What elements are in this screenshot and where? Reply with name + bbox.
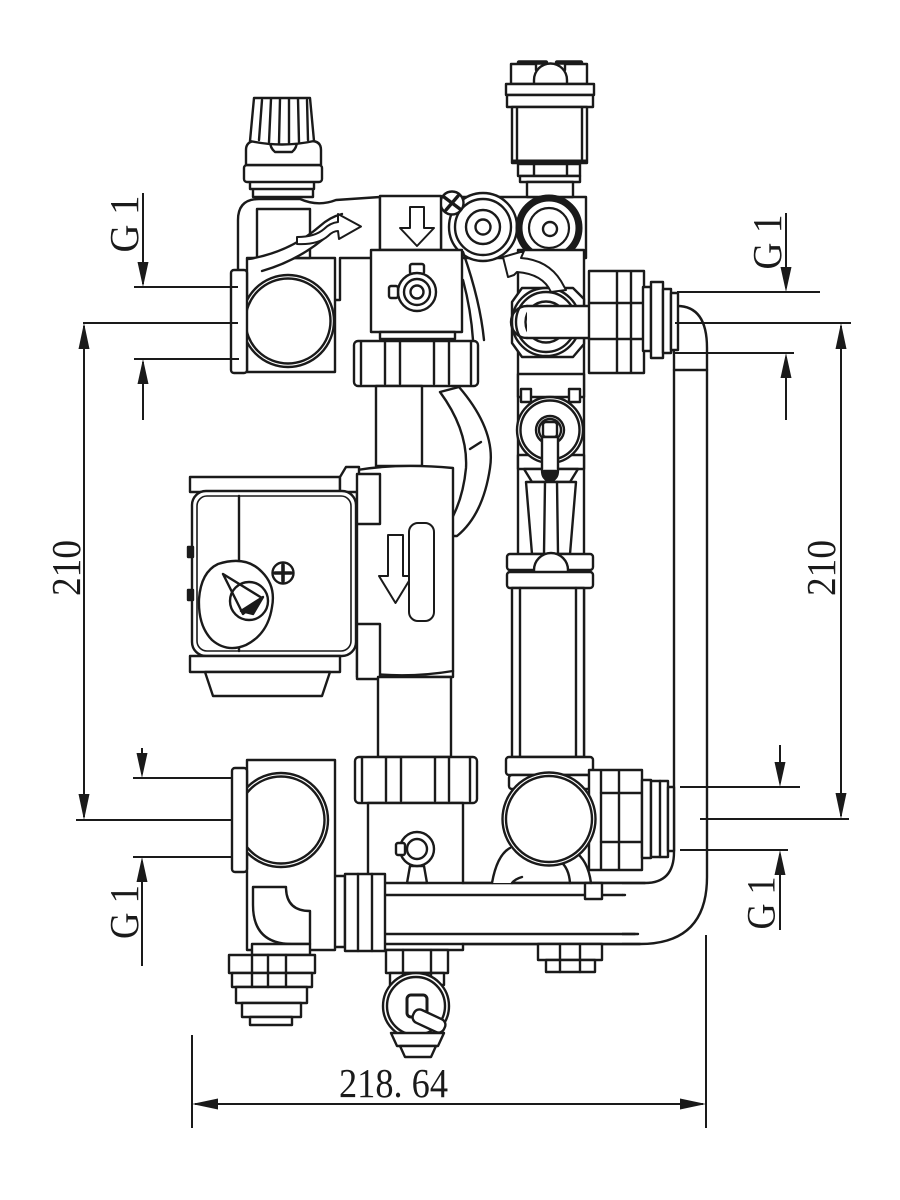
svg-text:G 1: G 1 bbox=[739, 877, 784, 930]
svg-text:G 1: G 1 bbox=[101, 885, 147, 939]
svg-text:G 1: G 1 bbox=[744, 215, 790, 270]
svg-text:G 1: G 1 bbox=[101, 196, 147, 253]
svg-text:218. 64: 218. 64 bbox=[339, 1060, 448, 1106]
svg-text:210: 210 bbox=[43, 540, 89, 596]
svg-text:210: 210 bbox=[798, 540, 844, 596]
